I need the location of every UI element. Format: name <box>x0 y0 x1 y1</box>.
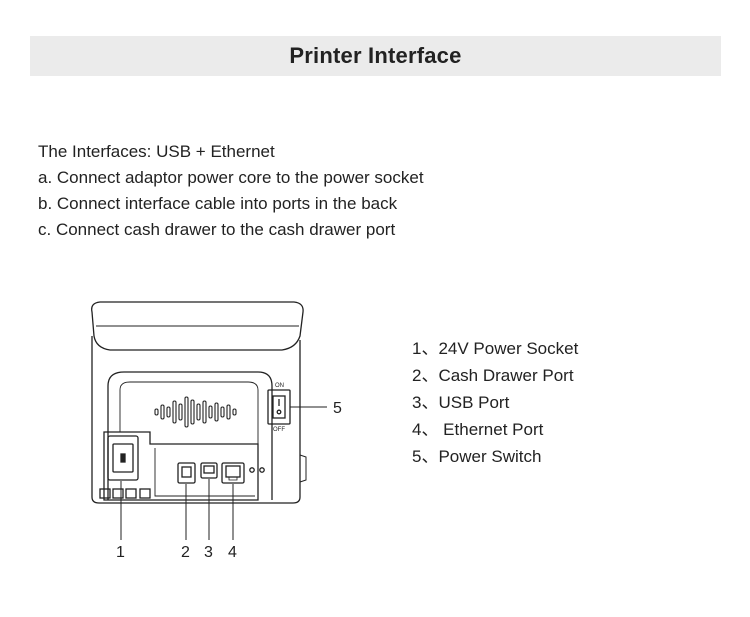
header-bar: Printer Interface <box>30 36 721 76</box>
callout-4: 4 <box>228 544 237 561</box>
callout-5: 5 <box>333 400 342 417</box>
legend-item-usb-port: 3、USB Port <box>412 393 510 412</box>
step-b: b. Connect interface cable into ports in… <box>38 194 398 213</box>
interfaces-line: The Interfaces: USB + Ethernet <box>38 142 275 161</box>
switch-off-label: OFF <box>273 427 285 433</box>
callout-2: 2 <box>181 544 190 561</box>
legend-item-power-socket: 1、24V Power Socket <box>412 339 579 358</box>
port-legend: 1、24V Power Socket 2、Cash Drawer Port 3、… <box>412 335 578 470</box>
callout-3: 3 <box>204 544 213 561</box>
legend-item-ethernet-port: 4、 Ethernet Port <box>412 420 544 439</box>
legend-item-cash-drawer-port: 2、Cash Drawer Port <box>412 366 574 385</box>
step-a: a. Connect adaptor power core to the pow… <box>38 168 424 187</box>
legend-item-power-switch: 5、Power Switch <box>412 447 542 466</box>
step-c: c. Connect cash drawer to the cash drawe… <box>38 220 396 239</box>
switch-on-label: ON <box>275 383 284 389</box>
page-title: Printer Interface <box>289 43 462 68</box>
callout-1: 1 <box>116 544 125 561</box>
intro-text: The Interfaces: USB + Ethernet a. Connec… <box>38 139 424 243</box>
logo-mark <box>154 396 237 428</box>
